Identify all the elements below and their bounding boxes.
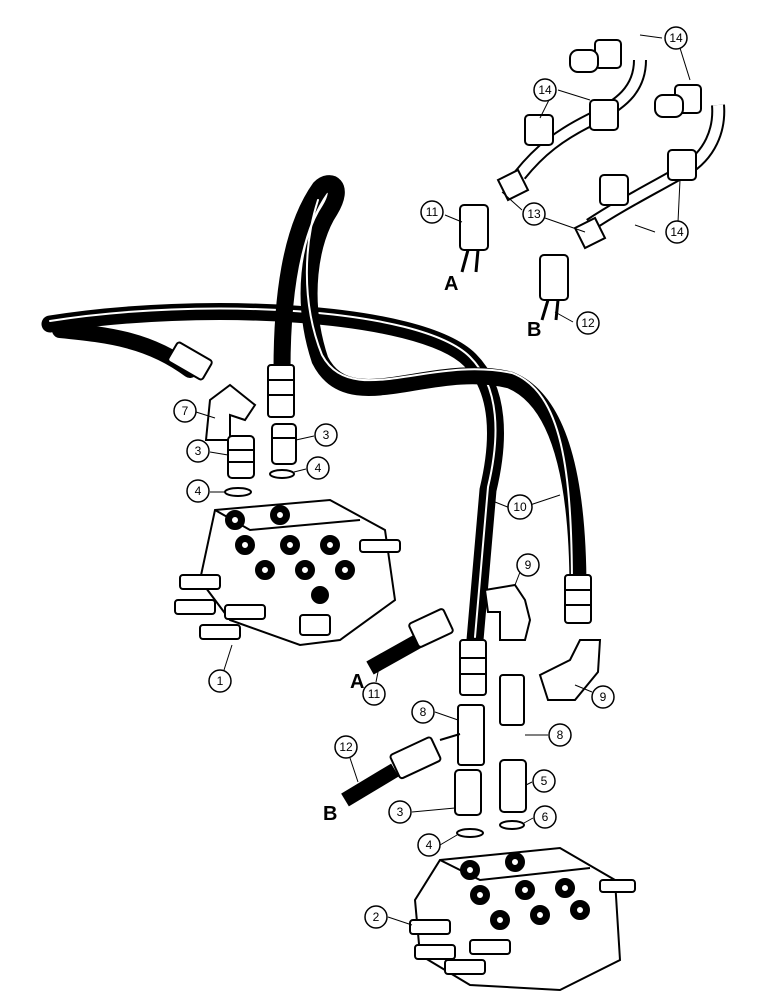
callout-1: 1: [208, 669, 232, 693]
svg-text:3: 3: [195, 444, 202, 458]
port-letter-a: A: [350, 671, 364, 693]
svg-text:14: 14: [670, 225, 684, 239]
hose-left-short: [52, 322, 198, 378]
callout-7: 7: [173, 399, 197, 423]
adapter-13: [573, 216, 607, 250]
coupler-end: [654, 94, 684, 118]
elbow-fitting-7: [204, 383, 257, 441]
callout-3: 3: [388, 800, 412, 824]
leader-lines: [195, 34, 691, 926]
svg-text:6: 6: [542, 810, 549, 824]
coupler-12: [539, 254, 569, 301]
callout-14: 14: [665, 220, 689, 244]
svg-text:13: 13: [527, 207, 541, 221]
callout-6: 6: [533, 805, 557, 829]
hose-end-fitting: [267, 364, 295, 418]
callout-9: 9: [591, 685, 615, 709]
adapter-13: [496, 168, 530, 202]
tee-elbow-9: [483, 583, 532, 641]
hose-end-fitting: [459, 639, 487, 696]
svg-text:3: 3: [397, 805, 404, 819]
o-ring-4: [224, 487, 252, 497]
callout-4: 4: [306, 456, 330, 480]
svg-text:12: 12: [339, 740, 353, 754]
callout-10: 10: [507, 494, 533, 520]
coupler-11: [459, 204, 489, 251]
callouts: 14 14 14 11 13 12 7 3 3 4 4 10 9 9 1 11 …: [173, 26, 689, 929]
svg-text:9: 9: [600, 690, 607, 704]
svg-text:3: 3: [323, 428, 330, 442]
svg-text:8: 8: [420, 705, 427, 719]
fittings-right: [439, 574, 602, 838]
port-letter-b: B: [527, 319, 541, 341]
hose-end-fitting: [564, 574, 592, 624]
callout-3: 3: [186, 439, 210, 463]
hose-upright-loop: [273, 175, 587, 599]
svg-text:2: 2: [373, 910, 380, 924]
tube-clamp-assembly: [459, 39, 726, 321]
fittings-left: [167, 341, 297, 497]
port-letter-a: A: [444, 273, 458, 295]
svg-text:10: 10: [513, 500, 527, 514]
tee-8: [457, 704, 485, 766]
svg-text:7: 7: [182, 404, 189, 418]
quick-couplers-bottom: [341, 608, 454, 807]
callout-8: 8: [411, 700, 435, 724]
o-ring-6: [499, 820, 525, 830]
callout-4: 4: [186, 479, 210, 503]
svg-text:4: 4: [195, 484, 202, 498]
port-letters: A B A B: [323, 273, 541, 825]
o-ring-4: [456, 828, 484, 838]
svg-text:14: 14: [538, 83, 552, 97]
callout-11: 11: [362, 682, 386, 706]
hose-12-bottom: [341, 763, 399, 807]
hose-end-fitting: [167, 341, 213, 381]
svg-text:11: 11: [426, 205, 439, 219]
coupler-end: [569, 49, 599, 73]
callout-13: 13: [522, 202, 546, 226]
svg-text:14: 14: [669, 31, 683, 45]
callout-8: 8: [548, 723, 572, 747]
callout-11: 11: [420, 200, 444, 224]
callout-3: 3: [314, 423, 338, 447]
svg-text:4: 4: [426, 838, 433, 852]
callout-2: 2: [364, 905, 388, 929]
callout-12: 12: [576, 311, 600, 335]
control-valve-2: [409, 846, 636, 992]
elbow-9: [538, 639, 602, 701]
callout-14: 14: [664, 26, 688, 50]
clamp-14: [589, 99, 619, 131]
svg-text:1: 1: [217, 674, 224, 688]
hose-group: [41, 175, 587, 649]
port-letter-b: B: [323, 803, 337, 825]
clamp-14: [667, 149, 697, 181]
callout-9: 9: [516, 553, 540, 577]
o-ring-4: [269, 469, 295, 479]
callout-5: 5: [532, 769, 556, 793]
callout-12: 12: [334, 735, 358, 759]
svg-text:12: 12: [581, 316, 595, 330]
hose-11-bottom: [366, 633, 424, 675]
control-valve-1: [174, 498, 401, 647]
clamp-14: [524, 114, 554, 146]
adapter-3: [271, 423, 297, 465]
adapter-5: [499, 759, 527, 813]
svg-text:9: 9: [525, 558, 532, 572]
svg-text:4: 4: [315, 461, 322, 475]
clamp-14: [599, 174, 629, 206]
svg-text:8: 8: [557, 728, 564, 742]
callout-14: 14: [533, 78, 557, 102]
svg-text:11: 11: [368, 687, 381, 701]
adapter-3: [227, 435, 255, 479]
tee-8: [499, 674, 525, 726]
svg-text:5: 5: [541, 774, 548, 788]
adapter-3: [454, 769, 482, 816]
callout-4: 4: [417, 833, 441, 857]
